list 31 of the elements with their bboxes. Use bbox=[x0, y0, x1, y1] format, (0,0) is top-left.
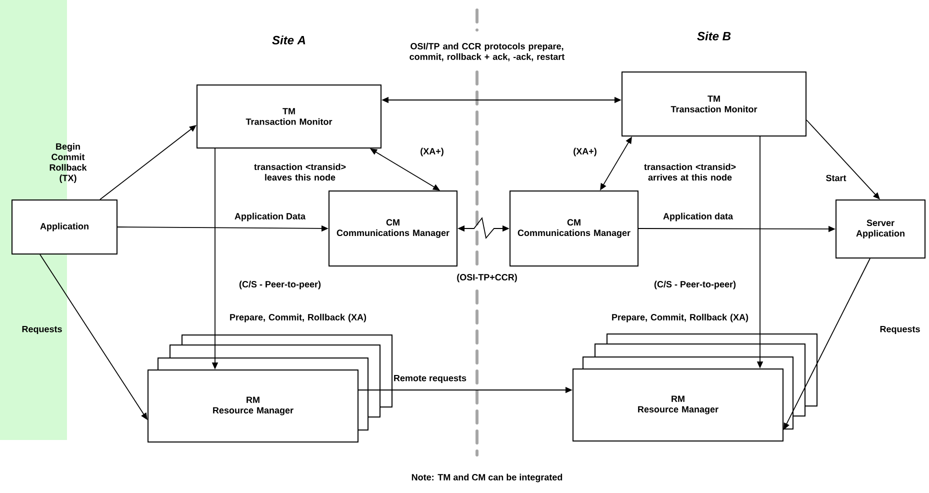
manager-box: CM Communications Manager bbox=[510, 190, 638, 266]
site-heading: Site B bbox=[697, 32, 731, 40]
note-text: Note: TM and CM can be integrated bbox=[412, 474, 562, 482]
edge-label: (OSI-TP+CCR) bbox=[457, 274, 517, 282]
edge-label: Application data bbox=[663, 212, 734, 222]
arrow bbox=[100, 125, 196, 200]
transaction-note: transaction <transid> leaves this node bbox=[254, 163, 346, 181]
protocol-label: (C/S - Peer-to-peer) bbox=[239, 280, 321, 290]
node-label: Resource Manager bbox=[638, 406, 718, 414]
edge-label: (XA+) bbox=[574, 148, 596, 156]
protocol-label: (C/S - Peer-to-peer) bbox=[654, 280, 736, 290]
edge-label: Prepare, Commit, Rollback (XA) bbox=[230, 314, 366, 322]
edge-label: Remote requests bbox=[394, 374, 466, 384]
arrow bbox=[806, 120, 880, 200]
resource-manager-stack: RM Resource Manager bbox=[572, 334, 818, 442]
edge-label: (XA+) bbox=[420, 148, 444, 156]
resource-manager-stack: RM Resource Manager bbox=[148, 334, 392, 442]
monitor-box: TM Transaction Monitor bbox=[622, 72, 806, 136]
monitor-box: TM Transaction Monitor bbox=[196, 84, 382, 148]
edge-label: Prepare, Commit, Rollback (XA) bbox=[612, 314, 748, 322]
edge-label: Start bbox=[826, 174, 846, 182]
edge-label: Requests bbox=[22, 326, 62, 334]
server-box: Server Application bbox=[836, 200, 926, 258]
edge-label: Requests bbox=[880, 326, 920, 334]
edge-label: OSI/TP and CCR protocols prepare, commit, rollback + ack, -ack, restart bbox=[410, 42, 565, 62]
edge-label: Begin Commit Rollback (TX) bbox=[50, 143, 87, 183]
transaction-note: transaction <transid> arrives at this node bbox=[644, 163, 736, 181]
site-heading: Site A bbox=[272, 36, 306, 44]
application-box: Application bbox=[12, 200, 118, 254]
edge-label: Application Data bbox=[234, 212, 306, 222]
manager-box: CM Communications Manager bbox=[328, 190, 458, 266]
